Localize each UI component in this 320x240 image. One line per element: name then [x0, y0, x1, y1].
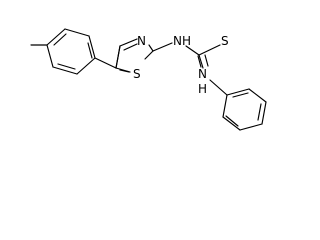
aryl-thiazole-bond [94, 57, 117, 69]
chemical-structure: N S NH S N H [30, 28, 267, 131]
thiourea-nh-label: NH [173, 34, 191, 48]
tolyl-ring [46, 28, 96, 75]
thiourea-bonds [185, 44, 221, 69]
anilino-hydrogen-label: H [198, 82, 207, 96]
thiazole-nh-bond [152, 42, 173, 52]
phenyl-ring [222, 88, 267, 131]
thiazole-sulfur-label: S [133, 67, 141, 81]
anilino-nitrogen-label: N [198, 67, 207, 81]
thiazole-nitrogen-label: N [137, 34, 146, 48]
anilino-bond [209, 79, 228, 96]
thiocarbonyl-sulfur-label: S [221, 34, 229, 48]
thiazole-ring [115, 38, 154, 73]
